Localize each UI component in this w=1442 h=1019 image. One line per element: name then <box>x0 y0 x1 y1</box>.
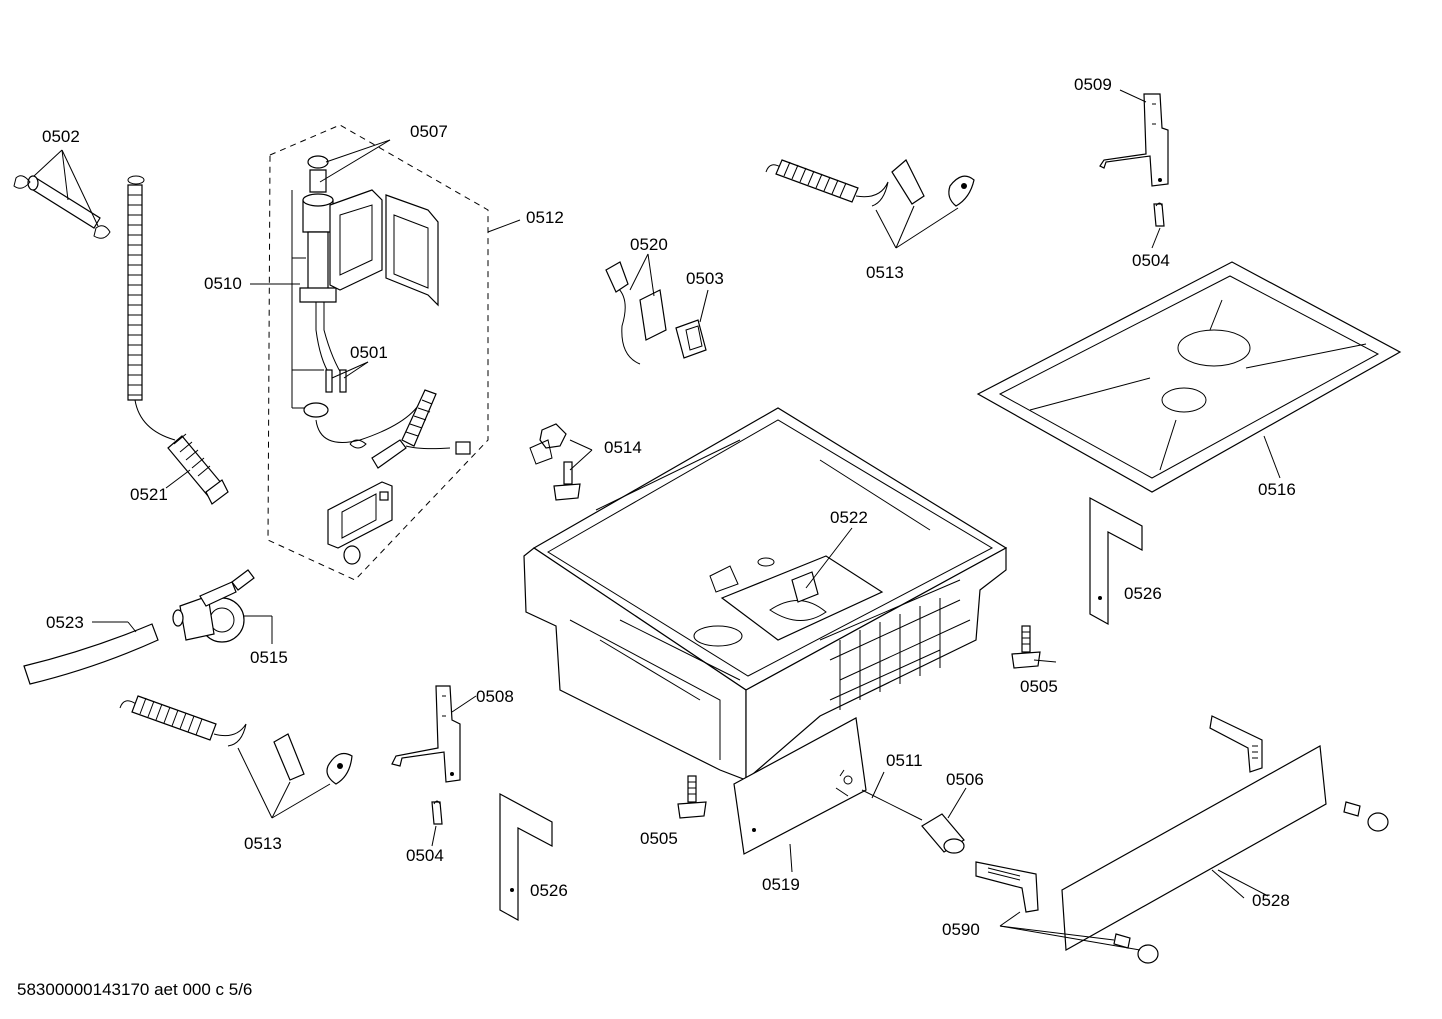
label-0515: 0515 <box>250 648 288 667</box>
part-0509-hinge-bracket <box>1099 93 1169 227</box>
label-0528: 0528 <box>1252 891 1290 910</box>
label-0522: 0522 <box>830 508 868 527</box>
part-0590-bracket-bottom <box>975 861 1039 913</box>
label-0512: 0512 <box>526 208 564 227</box>
label-0510: 0510 <box>204 274 242 293</box>
part-cable-plug <box>315 389 471 469</box>
part-0508-hinge-bracket <box>391 685 461 825</box>
part-0502-hose-pipe <box>13 175 111 239</box>
label-0521: 0521 <box>130 485 168 504</box>
part-0510-valve-assembly <box>299 155 439 418</box>
part-0514-nut-and-screw <box>529 423 581 501</box>
part-0505-screw-left <box>677 775 707 819</box>
label-0513-top: 0513 <box>866 263 904 282</box>
label-0523: 0523 <box>46 613 84 632</box>
label-0519: 0519 <box>762 875 800 894</box>
part-0528-kick-plate <box>1061 745 1327 951</box>
part-0519-front-panel <box>733 717 867 855</box>
part-0513-spring-top <box>765 159 975 207</box>
part-0521-corrugated-hose <box>127 175 229 505</box>
part-main-frame <box>523 407 1008 782</box>
label-0516: 0516 <box>1258 480 1296 499</box>
label-0526-left: 0526 <box>530 881 568 900</box>
label-0590: 0590 <box>942 920 980 939</box>
drawing-reference-footer: 58300000143170 aet 000 c 5/6 <box>17 980 253 999</box>
part-screw-cap-right <box>1343 801 1389 832</box>
part-0505-screw-right <box>1011 625 1041 669</box>
part-0526-l-bracket-right <box>1089 496 1143 626</box>
group-outline-0512 <box>267 124 489 581</box>
label-0520: 0520 <box>630 235 668 254</box>
label-0513-bottom: 0513 <box>244 834 282 853</box>
part-screw-cap-bottom <box>1113 933 1159 964</box>
label-0503: 0503 <box>686 269 724 288</box>
label-0514: 0514 <box>604 438 642 457</box>
label-0506: 0506 <box>946 770 984 789</box>
part-0515-pump <box>172 569 255 643</box>
label-0526-right: 0526 <box>1124 584 1162 603</box>
label-0502: 0502 <box>42 127 80 146</box>
label-0511: 0511 <box>886 751 923 770</box>
part-0520-harness <box>605 261 707 365</box>
label-0505-right: 0505 <box>1020 677 1058 696</box>
label-0501: 0501 <box>350 343 388 362</box>
label-0509: 0509 <box>1074 75 1112 94</box>
part-0506-knob <box>921 813 965 854</box>
part-0516-base-plate <box>976 261 1402 493</box>
part-dashed-bracket <box>327 481 393 565</box>
label-0507: 0507 <box>410 122 448 141</box>
part-0513-spring-bottom <box>119 695 353 785</box>
label-0504-top: 0504 <box>1132 251 1170 270</box>
part-0523-drain-hose <box>23 623 159 685</box>
label-0504-bottom: 0504 <box>406 846 444 865</box>
label-0508: 0508 <box>476 687 514 706</box>
part-0590-bracket-top <box>1209 715 1263 773</box>
label-0505-left: 0505 <box>640 829 678 848</box>
part-0526-l-bracket-left <box>499 792 553 922</box>
